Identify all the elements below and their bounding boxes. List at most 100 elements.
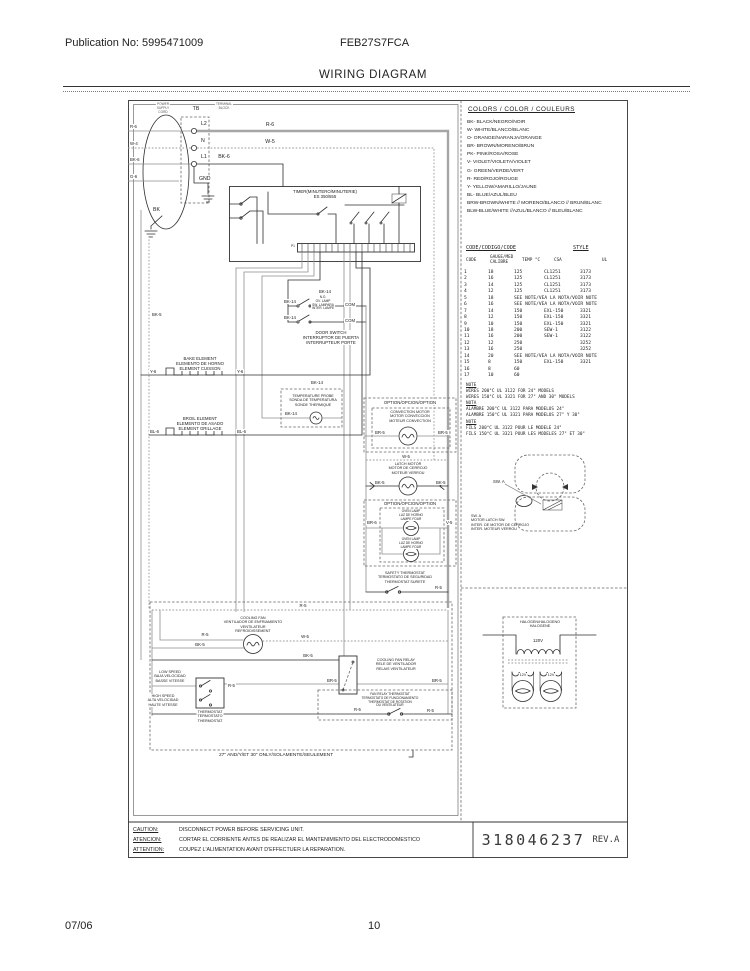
wire-label-r5-frt-left: R-5 [353,707,362,713]
connector-p1-label: P1 [291,244,295,248]
wire-label-br5-right: BR-5 [437,430,449,436]
cooling-fan-label: COOLING FAN VENTILADOR DE ENFRIAMIENTO V… [222,616,284,634]
wire-label-bk14-d: BK-14 [310,380,324,386]
low-speed-label: LOW SPEED BAJA VELOCIDAD BASSE VITESSE [153,670,187,684]
option-label-1: OPTION/OPCION/OPTION [382,400,438,406]
caution-block: CAUTION: DISCONNECT POWER BEFORE SERVICI… [133,825,420,855]
color-legend-item: BR- BROWN/MORENO/BRUN [467,144,535,150]
caution-row: CAUTION: DISCONNECT POWER BEFORE SERVICI… [133,825,420,835]
halogen-lamp1-voltage: 12V [518,673,528,678]
oven-lamp-switch-label: N.O. OV. LAMP SW. LAMPARA INTER. LAMPE [310,295,336,312]
code-table-row: 10 18 200 SEW-1 3122 [464,327,592,333]
wire-label-w5-fan: W-5 [300,634,310,640]
wire-label-br6: BR-6 [366,520,378,526]
code-table-row: 16 8 60 [464,366,520,372]
color-legend-item: G- GREEN/VERDE/VERT [467,168,524,174]
footer-page-number: 10 [368,920,381,932]
door-switch-label: DOOR SWITCH INTERRUPTOR DE PUERTA INTERR… [301,330,361,346]
wire-label-br5-relay-right: BR-5 [431,678,443,684]
wire-label-bk5-latch-left: BK-5 [374,480,386,486]
note-line: FILS 150°C UL 3321 POUR LES MODELES 27" … [466,431,585,437]
color-legend-item: O- ORANGE/NARANJA/ORANGE [467,136,542,142]
color-legend-item: PK- PINK/ROSA/ROSE [467,152,519,158]
wire-label-bk5-latch-right: BK-5 [435,480,447,486]
col-header-csa: CSA [553,258,563,264]
terminal-block-note: TERMINAL BLOCK [214,102,234,111]
convection-motor-label: CONVECTION MOTOR MOTOR CONVECCION MOTEUR… [388,410,432,424]
wire-label-bk14-c: BK-14 [283,315,297,321]
size-note-label: 27" AND/Y/ET 30" ONLY/SOLAMENTE/SEULEMEN… [218,753,335,759]
caution-row-text: CORTAR EL CORRIENTE ANTES DE REALIZAR EL… [179,837,421,843]
code-table-row: 3 14 125 CL1251 3173 [464,282,592,288]
wire-label-bl6-left: BL-6 [149,429,161,435]
note-line: ALAMBRE 200°C UL 3122 PARA MODELOS 24" [466,407,565,413]
color-legend-item: V- VIOLET/VIOLETA/VIOLET [467,160,531,166]
color-legend-item: R- RED/ROJO/ROUGE [467,176,519,182]
part-number-box: 318046237 REV.A [473,822,628,858]
header-rule [63,86,690,87]
wire-label-r5-cooling-top: R-5 [298,603,308,609]
wire-label-bk6-edge: BK-6 [129,157,141,163]
caution-row-label: ATTENTION: [133,847,165,853]
halogen-primary-voltage: 120V [531,638,545,644]
wire-label-r5-fan: R-5 [200,632,210,638]
note-line: NOTE [466,419,477,425]
safety-thermostat-label: SAFETY THERMOSTAT TERMOSTATO DE SEGURIDA… [376,571,434,585]
oven-lamp-label-2: OVEN LAMP LUZ DE HORNO LAMPE FOUR [397,537,425,550]
terminal-gnd: GND [198,176,212,183]
note-line: NOTA [466,401,477,407]
caution-row-text: DISCONNECT POWER BEFORE SERVICING UNIT. [179,827,304,833]
power-cord-note: POWER SUPPLY CORD [155,102,171,115]
code-table-row: 15 8 150 EXL-150 3321 [464,360,592,366]
code-table-style-title: STYLE [572,245,590,252]
col-header-code: CODE [465,258,478,264]
code-table-row: 1 18 125 CL1251 3173 [464,270,592,275]
code-table-row: 12 12 250 3252 [464,340,592,346]
code-table-row: 5 18 SEE NOTE/VEA LA NOTA/VOIR NOTE [464,295,597,301]
wire-label-w4-edge: W-4 [129,141,139,147]
wire-label-r6: R-6 [264,122,276,129]
caution-row: ATTENTION: COUPEZ L'ALIMENTATION AVANT D… [133,845,420,855]
footer-date: 07/06 [65,920,93,932]
note-line: NOTE [466,383,477,388]
wire-label-bk5-fan: BK-5 [194,642,206,648]
wire-label-bk5-left: BK-5 [151,312,163,318]
code-table-row: 4 12 125 CL1251 3173 [464,289,592,295]
wire-label-r5-safety: R-5 [434,585,443,591]
bake-element-label: BAKE ELEMENT ELEMENTO DE HORNO ELEMENT C… [175,356,225,372]
wire-label-bl6-right: BL-6 [236,429,248,435]
wire-label-r5-thermostat: R-5 [227,683,236,689]
caution-row-label: ATENCION: [133,837,162,843]
code-table-row: 11 16 200 SEW-1 3122 [464,334,592,340]
note-line: WIRES 200°C UL 3122 FOR 24" MODELS [466,389,554,395]
terminal-n: N [200,138,206,145]
color-legend-item: BK- BLACK/NEGRO/NOIR [467,120,526,125]
model-number: FEB27S7FCA [340,37,410,49]
terminal-l2: L2 [200,121,208,128]
option-label-2: OPTION/OPCION/OPTION [382,501,438,507]
color-legend-item: Y- YELLOW/AMARILLO/JAUNE [467,184,537,190]
note-line: FILS 200°C UL 3122 POUR LE MODELE 24" [466,425,562,431]
wire-label-w5: W-5 [264,139,276,146]
color-legend-item: BRW-BROWN/WHITE // MORENO/BLANCO // BRUN… [467,200,602,206]
code-table-row: 2 16 125 CL1251 3173 [464,276,592,282]
code-table-rows: 1 18 125 CL1251 3173 2 16 125 CL1251 317… [464,270,610,379]
page-title: WIRING DIAGRAM [318,69,428,81]
col-header-temp: TEMP °C [521,258,542,264]
code-table-row: 8 12 150 EXL-150 3321 [464,315,592,321]
color-legend-item: BLW-BLUE/WHITE //AZUL/BLANCO // BLEU/BLA… [467,209,583,215]
cooling-relay-label: COOLING FAN RELAY RELE DE VENTILADOR REL… [374,658,418,672]
wire-label-g6-edge: G-6 [129,174,139,180]
code-table-row: 6 16 SEE NOTE/VEA LA NOTA/VOIR NOTE [464,302,597,308]
oven-lamp-label-1: OVEN LAMP LUZ DE HORNO LAMPE FOUR [397,509,425,522]
thermostat-label: THERMOSTAT TERMOSTATO THERMOSTAT [196,710,224,724]
code-table-row: 14 20 SEE NOTE/VEA LA NOTA/VOIR NOTE [464,353,597,359]
wire-label-w5-mid: W-5 [401,454,411,460]
wire-label-br5-relay-left: BR-5 [326,678,338,684]
wire-label-y6-left: Y-6 [149,369,158,375]
header-rule-dotted [63,91,690,92]
terminal-block-label: TB [191,106,201,113]
